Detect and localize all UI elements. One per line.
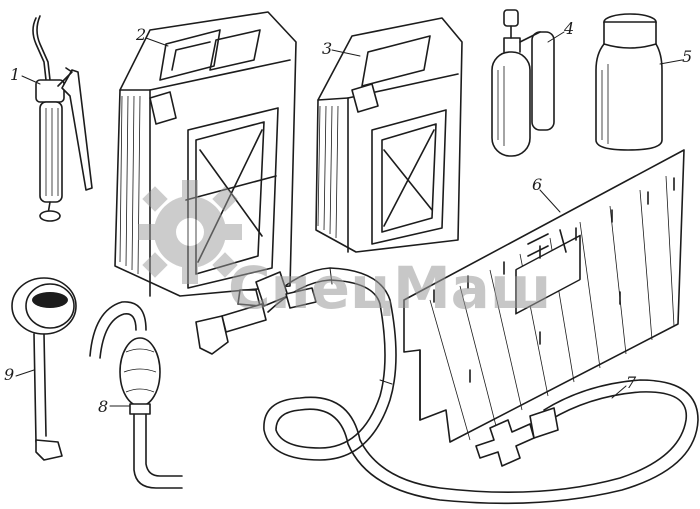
hand-pump-bulb (89, 301, 183, 489)
thermos-flask (595, 13, 663, 151)
label-9: 9 (4, 365, 14, 384)
watermark-text: СпецМаш (228, 254, 551, 322)
label-3: 3 (322, 39, 332, 58)
watermark: СпецМаш (138, 180, 551, 322)
tire-pressure-gauge (11, 277, 77, 461)
pressure-cylinder (491, 9, 555, 157)
gear-logo (138, 180, 242, 284)
callout-labels: 1 2 3 4 5 6 7 8 9 (4, 19, 692, 416)
label-5: 5 (682, 47, 692, 66)
leader-lines (15, 31, 683, 407)
grease-gun (32, 15, 93, 222)
label-2: 2 (135, 25, 146, 44)
tool-panel-board (403, 149, 685, 443)
label-7: 7 (626, 373, 637, 392)
label-8: 8 (98, 397, 108, 416)
label-6: 6 (532, 175, 542, 194)
label-1: 1 (10, 65, 20, 84)
jerry-can-small (315, 17, 463, 253)
label-4: 4 (563, 19, 574, 38)
hose-with-tap (195, 267, 699, 505)
